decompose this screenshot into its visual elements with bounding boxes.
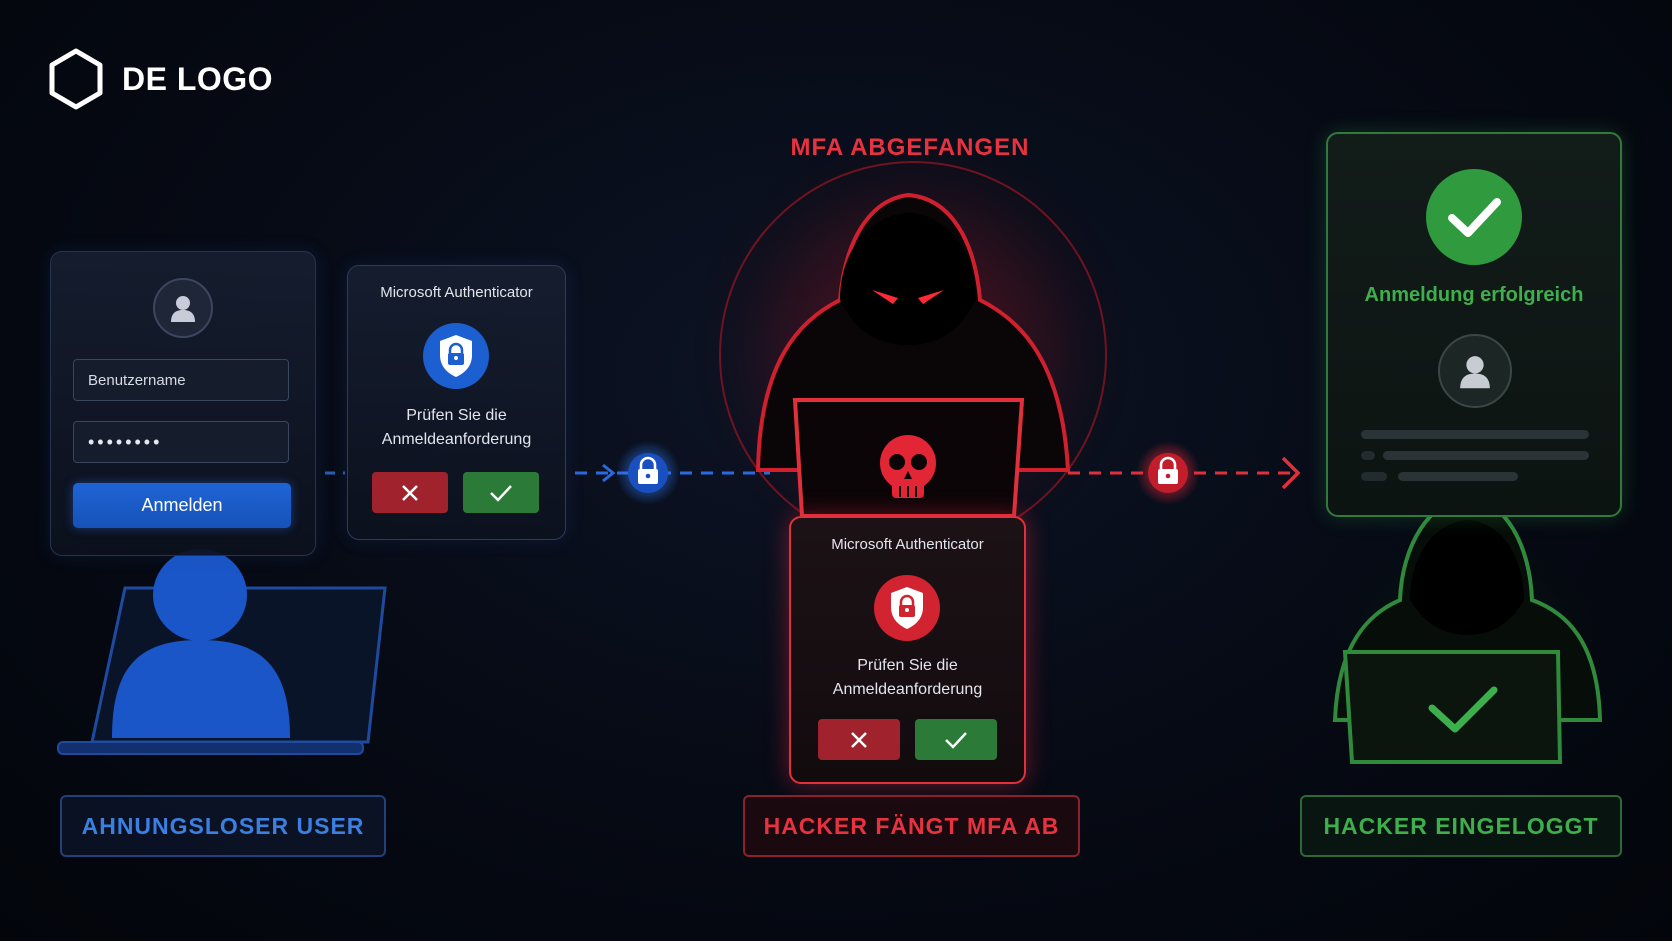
authenticator-message: Prüfen Sie die Anmeldeanforderung — [791, 654, 1024, 702]
approve-button[interactable] — [915, 719, 997, 760]
password-mask: •••••••• — [88, 431, 163, 452]
hexagon-icon — [49, 48, 103, 110]
green-check-icon — [1428, 686, 1498, 733]
message-line-1: Prüfen Sie die — [857, 657, 958, 674]
red-arrow-icon — [1281, 456, 1301, 490]
red-lock-icon — [1148, 453, 1188, 493]
skull-icon — [880, 435, 936, 498]
authenticator-message: Prüfen Sie die Anmeldeanforderung — [348, 404, 565, 452]
username-input[interactable]: Benutzername — [73, 359, 289, 401]
blue-lock-icon — [628, 453, 668, 493]
username-placeholder: Benutzername — [88, 371, 186, 389]
success-check-icon — [1426, 169, 1522, 265]
password-input[interactable]: •••••••• — [73, 421, 289, 463]
authenticator-title: Microsoft Authenticator — [380, 284, 533, 301]
placeholder-line — [1361, 472, 1387, 481]
authenticator-prompt-user: Microsoft Authenticator Prüfen Sie die A… — [347, 265, 566, 540]
placeholder-line — [1361, 451, 1375, 460]
close-icon — [851, 731, 867, 748]
user-avatar-icon — [153, 278, 213, 338]
message-line-2: Anmeldeanforderung — [381, 431, 532, 448]
shield-lock-icon — [874, 575, 940, 641]
message-line-2: Anmeldeanforderung — [832, 681, 983, 698]
account-avatar-icon — [1438, 334, 1512, 408]
message-line-1: Prüfen Sie die — [406, 407, 507, 424]
user-laptop-illustration — [57, 549, 387, 755]
check-icon — [945, 731, 967, 749]
mfa-intercepted-title: MFA ABGEFANGEN — [790, 134, 1030, 161]
placeholder-line — [1383, 451, 1589, 460]
deny-button[interactable] — [818, 719, 900, 760]
deny-button[interactable] — [372, 472, 448, 513]
authenticator-title: Microsoft Authenticator — [831, 536, 984, 553]
login-success-panel: Anmeldung erfolgreich — [1326, 132, 1622, 517]
green-hacker-illustration — [1332, 494, 1603, 764]
label-hacker-logged-in: HACKER EINGELOGGT — [1300, 795, 1622, 857]
close-icon — [402, 484, 418, 501]
login-form: Benutzername •••••••• Anmelden — [50, 251, 316, 556]
blue-arrow-icon — [602, 463, 616, 483]
logo-text: DE LOGO — [122, 60, 274, 97]
red-hacker-illustration — [755, 192, 1071, 518]
approve-button[interactable] — [463, 472, 539, 513]
shield-lock-icon — [423, 323, 489, 389]
placeholder-line — [1361, 430, 1589, 439]
authenticator-prompt-hacker: Microsoft Authenticator Prüfen Sie die A… — [789, 516, 1026, 784]
check-icon — [490, 484, 512, 502]
placeholder-line — [1398, 472, 1518, 481]
login-button[interactable]: Anmelden — [73, 483, 291, 528]
logo: DE LOGO — [48, 48, 273, 110]
label-hacker-intercepts: HACKER FÄNGT MFA AB — [743, 795, 1080, 857]
label-unsuspecting-user: AHNUNGSLOSER USER — [60, 795, 386, 857]
success-title: Anmeldung erfolgreich — [1364, 284, 1584, 306]
